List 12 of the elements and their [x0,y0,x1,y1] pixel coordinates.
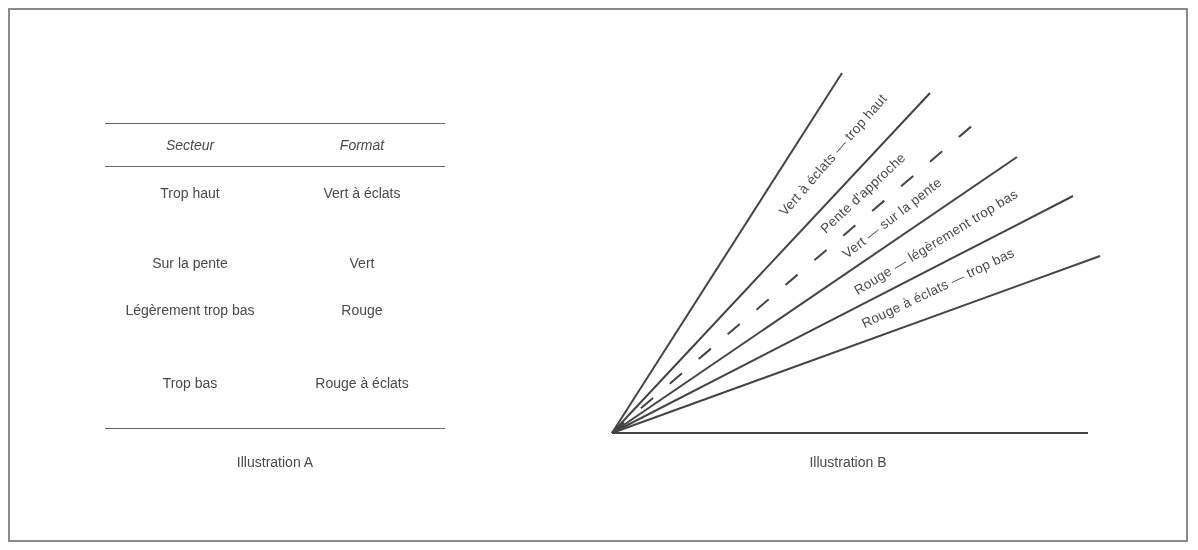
table-cell-text: Sur la pente [151,254,229,273]
figure-caption: Illustration A [235,453,315,472]
table-cell-text: Trop bas [161,374,219,393]
table-cell-text: Vert [348,254,376,273]
table-cell-text: Rouge à éclats [314,374,410,393]
table-cell-text: Rouge [340,301,384,320]
table-cell-text: Trop haut [159,184,221,203]
table-cell-text: Vert à éclats [322,184,402,203]
figure-caption: Illustration B [808,453,888,472]
column-header: Secteur [164,136,216,155]
table-cell-text: Légèrement trop bas [125,301,255,320]
column-header: Format [338,136,386,155]
